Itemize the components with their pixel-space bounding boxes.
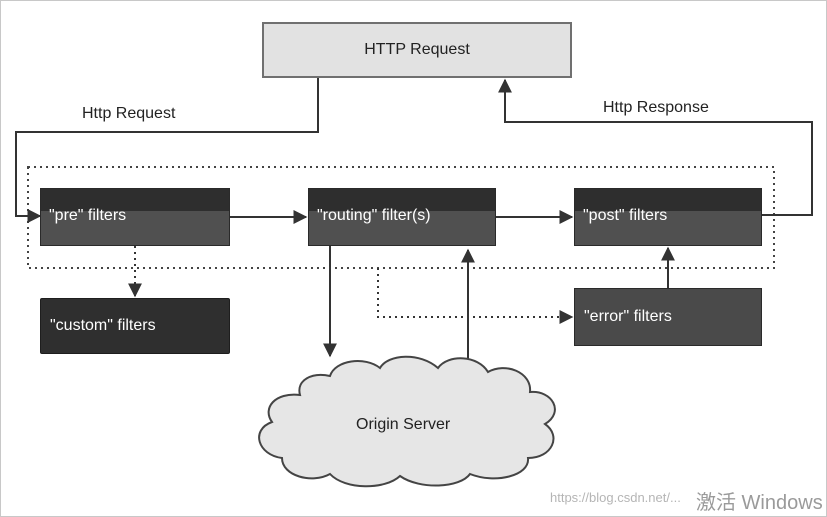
post-filters-header-band bbox=[575, 189, 761, 211]
pre-filters-box: "pre" filters bbox=[40, 188, 230, 246]
http-request-box-label: HTTP Request bbox=[364, 41, 470, 58]
routing-filters-label: "routing" filter(s) bbox=[317, 207, 431, 224]
response-path-arrow bbox=[498, 78, 813, 216]
post-filters-label: "post" filters bbox=[583, 207, 668, 224]
filter-chain-container bbox=[27, 166, 775, 269]
pre-filters-header-band bbox=[41, 189, 229, 211]
http-response-edge-label: Http Response bbox=[603, 99, 709, 116]
pre-filters-label: "pre" filters bbox=[49, 207, 127, 224]
post-filters-box: "post" filters bbox=[574, 188, 762, 246]
routing-filters-header-band bbox=[309, 189, 495, 211]
routing-filters-box: "routing" filter(s) bbox=[308, 188, 496, 246]
http-request-box: HTTP Request bbox=[262, 22, 572, 78]
watermark-url: https://blog.csdn.net/... bbox=[550, 490, 681, 505]
watermark-overlay: 激活 Windows bbox=[696, 492, 823, 514]
custom-filters-box: "custom" filters bbox=[40, 298, 230, 354]
error-filters-label: "error" filters bbox=[584, 308, 672, 325]
custom-filters-label: "custom" filters bbox=[50, 317, 156, 334]
origin-server-label: Origin Server bbox=[356, 416, 451, 433]
http-request-edge-label: Http Request bbox=[82, 105, 176, 122]
to-error-dotted-arrow bbox=[377, 268, 574, 324]
request-path-arrow bbox=[15, 78, 319, 223]
error-filters-box: "error" filters bbox=[574, 288, 762, 346]
origin-server-cloud-icon bbox=[258, 355, 556, 488]
